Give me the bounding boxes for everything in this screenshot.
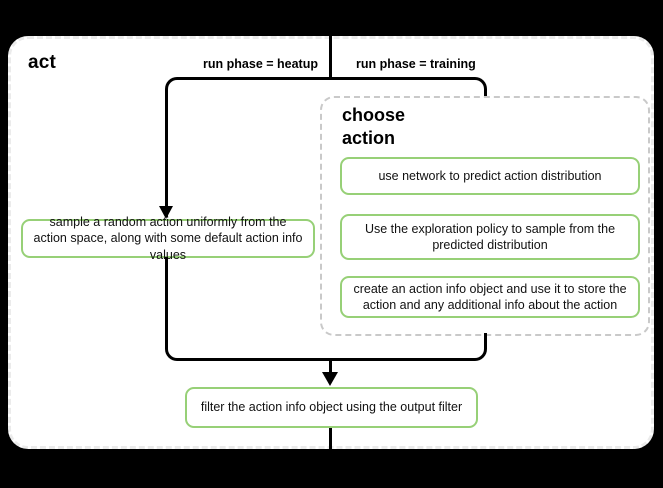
- act-title: act: [28, 52, 57, 73]
- node-exploration-policy-sample: Use the exploration policy to sample fro…: [340, 214, 640, 260]
- merge-stub-line: [329, 358, 332, 374]
- node-filter-action-info: filter the action info object using the …: [185, 387, 478, 428]
- arrowhead-down-icon: [322, 372, 338, 386]
- incoming-edge-line: [329, 36, 332, 80]
- node-sample-random-action: sample a random action uniformly from th…: [21, 215, 315, 262]
- sample-to-merge-line: [165, 257, 330, 361]
- arrowhead-down-icon: [159, 206, 173, 219]
- node-predict-action-distribution: use network to predict action distributi…: [340, 157, 640, 195]
- edge-label-run-phase-heatup: run phase = heatup: [203, 57, 318, 71]
- choose-action-title: choose action: [342, 105, 406, 148]
- heatup-branch-line: [165, 77, 330, 217]
- edge-label-run-phase-training: run phase = training: [356, 57, 476, 71]
- outgoing-edge-line: [329, 428, 332, 452]
- node-create-action-info: create an action info object and use it …: [340, 276, 640, 318]
- group-to-merge-line: [330, 333, 487, 361]
